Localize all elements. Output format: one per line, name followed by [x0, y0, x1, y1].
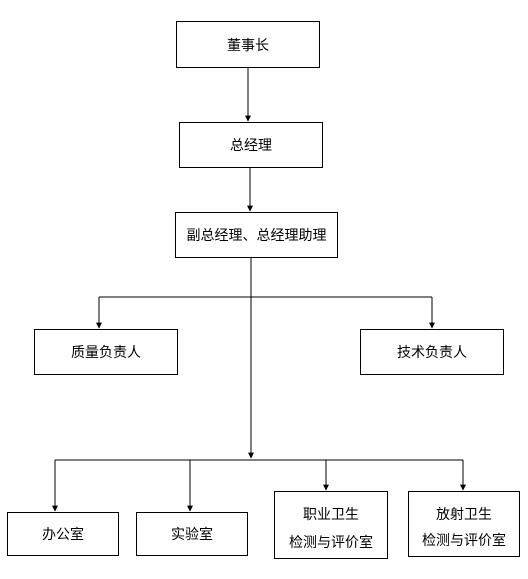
radiation-health-label-line2: 检测与评价室 — [422, 533, 506, 549]
quality-lead-label: 质量负责人 — [71, 345, 141, 361]
quality-lead-box: 质量负责人 — [34, 329, 178, 375]
occupational-health-label-line2: 检测与评价室 — [289, 535, 373, 551]
laboratory-box: 实验室 — [136, 512, 248, 556]
radiation-health-box: 放射卫生 检测与评价室 — [408, 491, 520, 557]
deputy-gm-label: 副总经理、总经理助理 — [186, 228, 327, 244]
office-label: 办公室 — [42, 527, 84, 543]
chairman-box: 董事长 — [176, 21, 320, 68]
occupational-health-label-line1: 职业卫生 — [303, 507, 359, 523]
office-box: 办公室 — [7, 512, 119, 556]
radiation-health-label-line1: 放射卫生 — [436, 507, 492, 523]
general-manager-box: 总经理 — [179, 122, 323, 168]
tech-lead-label: 技术负责人 — [397, 345, 467, 361]
occupational-health-box: 职业卫生 检测与评价室 — [274, 491, 388, 559]
deputy-gm-box: 副总经理、总经理助理 — [175, 212, 338, 258]
chairman-label: 董事长 — [227, 37, 269, 54]
general-manager-label: 总经理 — [230, 138, 272, 154]
tech-lead-box: 技术负责人 — [360, 329, 504, 375]
laboratory-label: 实验室 — [171, 527, 213, 543]
